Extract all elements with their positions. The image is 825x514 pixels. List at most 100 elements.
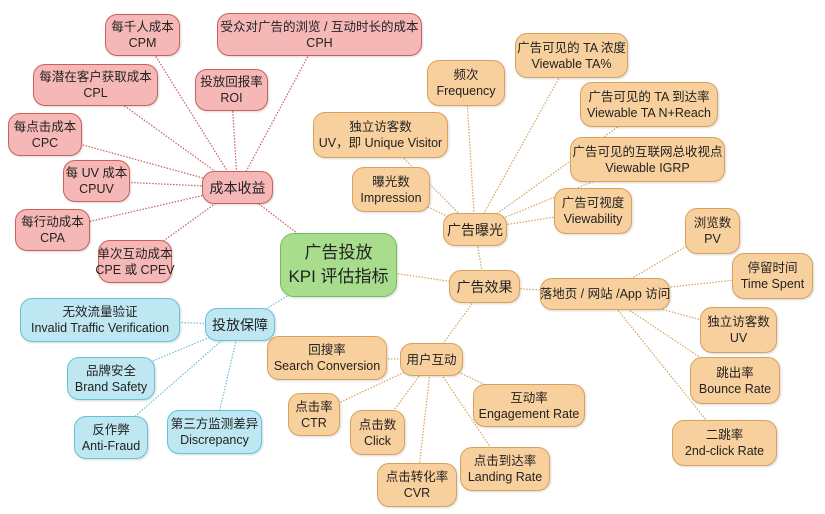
node-en: Viewable TA N+Reach (586, 105, 712, 120)
branch-effect: 广告效果 (449, 270, 520, 303)
node-en: Bounce Rate (698, 381, 772, 396)
node-zh: 第三方监测差异 (170, 417, 259, 431)
node-en: CPC (31, 135, 59, 150)
node-zh: 每行动成本 (21, 215, 84, 229)
node-cpuv: 每 UV 成本 CPUV (63, 160, 130, 202)
node-zh: 广告可见的 TA 到达率 (588, 89, 710, 104)
node-en: CPA (40, 231, 65, 245)
connector-line (474, 55, 573, 230)
node-en: CPE 或 CPEV (95, 262, 175, 277)
node-landing-rate: 点击到达率 Landing Rate (460, 447, 550, 491)
branch-cost: 成本收益 (202, 171, 273, 204)
node-discrepancy: 第三方监测差异 Discrepancy (167, 410, 262, 454)
node-zh: 跳出率 (716, 365, 754, 380)
node-zh: 用户互动 (406, 352, 457, 367)
node-en: Time Spent (740, 277, 805, 291)
node-en: Anti-Fraud (81, 438, 141, 453)
node-en: CPM (128, 36, 157, 50)
connector-line (110, 323, 241, 380)
central-topic: 广告投放 KPI 评估指标 (280, 233, 397, 297)
node-zh: 单次互动成本 (97, 246, 173, 261)
connector-line (604, 293, 725, 444)
node-zh: 独立访客数 (349, 120, 412, 134)
connector-line (141, 34, 239, 188)
node-2nd-click-rate: 二跳率 2nd-click Rate (672, 420, 777, 466)
branch-label: 广告效果 (456, 278, 513, 295)
node-zh: 反作弊 (92, 422, 130, 437)
node-invalid-traffic: 无效流量验证 Invalid Traffic Verification (20, 298, 180, 342)
node-zh: 无效流量验证 (62, 305, 138, 319)
node-en: Impression (360, 190, 422, 205)
node-en: Search Conversion (273, 359, 381, 373)
node-en: Frequency (436, 84, 496, 98)
node-cpa: 每行动成本 CPA (15, 209, 90, 251)
node-zh: 落地页 / 网站 /App 访问 (539, 287, 671, 301)
node-en: PV (704, 232, 721, 246)
node-en: Invalid Traffic Verification (30, 321, 170, 335)
central-title: 广告投放 (304, 243, 373, 262)
central-subtitle: KPI 评估指标 (288, 267, 389, 286)
branch-exposure: 广告曝光 (443, 213, 507, 246)
node-zh: 受众对广告的浏览 / 互动时长的成本 (220, 19, 419, 34)
node-zh: 点击到达率 (473, 454, 537, 468)
node-en: CPH (306, 35, 333, 50)
branch-assurance: 投放保障 (205, 308, 275, 341)
node-en: 2nd-click Rate (684, 444, 765, 458)
node-user-interaction: 用户互动 (400, 343, 463, 376)
node-zh: 浏览数 (693, 216, 732, 230)
node-en: Viewable TA% (531, 56, 612, 71)
node-en: UV，即 Unique Visitor (318, 136, 443, 150)
node-en: Discrepancy (180, 433, 249, 447)
branch-label: 投放保障 (212, 316, 268, 333)
node-zh: 每点击成本 (13, 119, 77, 134)
node-zh: 曝光数 (372, 174, 410, 189)
node-zh: 广告可见的互联网总收视点 (572, 144, 723, 159)
node-zh: 品牌安全 (85, 363, 136, 378)
node-uv: 独立访客数 UV，即 Unique Visitor (313, 112, 448, 158)
branch-label: 广告曝光 (447, 221, 503, 238)
node-cpm: 每千人成本 CPM (105, 14, 180, 56)
node-zh: 独立访客数 (707, 315, 770, 329)
node-zh: 广告可见的 TA 浓度 (517, 40, 626, 55)
node-zh: 互动率 (510, 390, 548, 405)
connector-line (213, 324, 241, 433)
connector-line (431, 359, 506, 470)
node-en: Viewability (563, 212, 623, 226)
branch-label: 成本收益 (209, 179, 266, 196)
node-en: ROI (220, 91, 243, 105)
node-zh: 每潜在客户获取成本 (39, 70, 152, 84)
node-search-conversion: 回搜率 Search Conversion (267, 336, 387, 380)
node-en: Viewable IGRP (605, 160, 690, 175)
node-en: Click (363, 433, 392, 448)
node-time-spent: 停留时间 Time Spent (732, 253, 813, 299)
node-en: Landing Rate (467, 470, 543, 484)
connector-line (465, 82, 476, 230)
node-landing-visit: 落地页 / 网站 /App 访问 (540, 278, 670, 310)
connector-line (95, 84, 238, 188)
node-zh: 停留时间 (747, 261, 798, 275)
node-zh: 每 UV 成本 (65, 166, 128, 180)
node-en: CPUV (79, 182, 114, 196)
node-zh: 回搜率 (308, 343, 346, 357)
node-zh: 每千人成本 (111, 20, 174, 34)
node-en: Engagement Rate (478, 406, 580, 421)
node-zh: 二跳率 (705, 428, 744, 442)
node-en: CVR (403, 486, 431, 500)
